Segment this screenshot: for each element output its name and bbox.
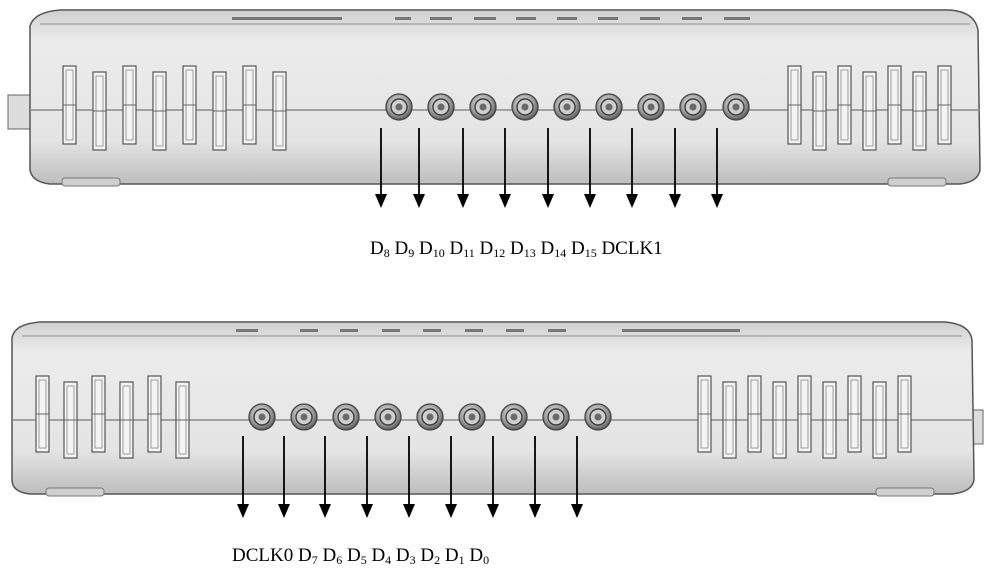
channel-label: D14 <box>540 238 567 260</box>
vent-fin <box>122 65 137 145</box>
bnc-connector <box>427 93 455 121</box>
bnc-connector <box>416 403 444 431</box>
bnc-connector <box>584 403 612 431</box>
bnc-connector <box>248 403 276 431</box>
channel-label: D13 <box>509 238 536 260</box>
vent-fin <box>837 65 852 145</box>
top-device-body <box>29 9 981 185</box>
channel-label: D7 <box>297 545 318 567</box>
signal-arrow <box>361 436 373 518</box>
vent-fin <box>212 71 227 151</box>
signal-arrow <box>499 128 511 208</box>
bnc-connector <box>290 403 318 431</box>
bnc-connector <box>679 93 707 121</box>
signal-arrow <box>487 436 499 518</box>
vent-fin <box>812 71 827 151</box>
channel-label: D9 <box>394 238 415 260</box>
bnc-connector <box>458 403 486 431</box>
bottom-channel-labels: DCLK0 D7 D6 D5 D4 D3 D2 D1 D0 <box>232 545 489 568</box>
vent-fin <box>175 381 190 459</box>
vent-fin <box>147 375 162 453</box>
bottom-right-vent-fins <box>697 375 912 459</box>
bottom-left-vent-fins <box>35 375 190 459</box>
bnc-connector <box>332 403 360 431</box>
signal-arrow <box>413 128 425 208</box>
channel-label: D5 <box>346 545 367 567</box>
bnc-connector <box>595 93 623 121</box>
bnc-connector <box>542 403 570 431</box>
top-bnc-connectors <box>385 93 750 121</box>
vent-fin <box>119 381 134 459</box>
vent-fin <box>182 65 197 145</box>
top-right-vent-fins <box>787 65 952 151</box>
signal-arrow <box>711 128 723 208</box>
bnc-connector <box>553 93 581 121</box>
signal-arrow <box>319 436 331 518</box>
signal-arrow <box>542 128 554 208</box>
channel-label: D11 <box>449 238 475 260</box>
channel-label: D3 <box>395 545 416 567</box>
vent-fin <box>847 375 862 453</box>
vent-fin <box>887 65 902 145</box>
bnc-connector <box>385 93 413 121</box>
vent-fin <box>822 381 837 459</box>
channel-label: D10 <box>418 238 445 260</box>
channel-label: D12 <box>479 238 506 260</box>
channel-label: DCLK0 <box>232 545 294 566</box>
bnc-connector <box>469 93 497 121</box>
vent-fin <box>797 375 812 453</box>
bnc-connector <box>511 93 539 121</box>
bnc-connector <box>722 93 750 121</box>
vent-fin <box>91 375 106 453</box>
vent-fin <box>272 71 287 151</box>
signal-arrow <box>584 128 596 208</box>
channel-label: D0 <box>469 545 490 567</box>
signal-arrow <box>529 436 541 518</box>
bottom-signal-arrows <box>237 436 583 518</box>
vent-fin <box>242 65 257 145</box>
signal-arrow <box>571 436 583 518</box>
vent-fin <box>897 375 912 453</box>
vent-fin <box>862 71 877 151</box>
signal-arrow <box>375 128 387 208</box>
top-channel-labels: D8 D9 D10 D11 D12 D13 D14 D15 DCLK1 <box>370 238 663 261</box>
top-signal-arrows <box>375 128 723 208</box>
bottom-bnc-connectors <box>248 403 612 431</box>
channel-label: D1 <box>444 545 465 567</box>
channel-label: D8 <box>370 238 390 260</box>
signal-arrow <box>278 436 290 518</box>
channel-label: D6 <box>322 545 343 567</box>
top-side-connector <box>7 94 31 130</box>
signal-arrow <box>237 436 249 518</box>
top-left-vent-fins <box>62 65 287 151</box>
vent-fin <box>747 375 762 453</box>
vent-fin <box>772 381 787 459</box>
signal-arrow <box>457 128 469 208</box>
vent-fin <box>152 71 167 151</box>
bnc-connector <box>500 403 528 431</box>
vent-fin <box>92 71 107 151</box>
signal-arrow <box>403 436 415 518</box>
channel-label: DCLK1 <box>601 238 663 259</box>
top-device <box>7 9 981 187</box>
bnc-connector <box>637 93 665 121</box>
channel-label: D2 <box>420 545 441 567</box>
bottom-device <box>11 321 984 497</box>
vent-fin <box>872 381 887 459</box>
signal-arrow <box>626 128 638 208</box>
vent-fin <box>63 381 78 459</box>
signal-arrow <box>669 128 681 208</box>
vent-fin <box>722 381 737 459</box>
bnc-connector <box>374 403 402 431</box>
channel-label: D4 <box>371 545 392 567</box>
vent-fin <box>35 375 50 453</box>
vent-fin <box>937 65 952 145</box>
vent-fin <box>697 375 712 453</box>
channel-label: D15 <box>570 238 597 260</box>
signal-arrow <box>445 436 457 518</box>
vent-fin <box>62 65 77 145</box>
vent-fin <box>912 71 927 151</box>
vent-fin <box>787 65 802 145</box>
